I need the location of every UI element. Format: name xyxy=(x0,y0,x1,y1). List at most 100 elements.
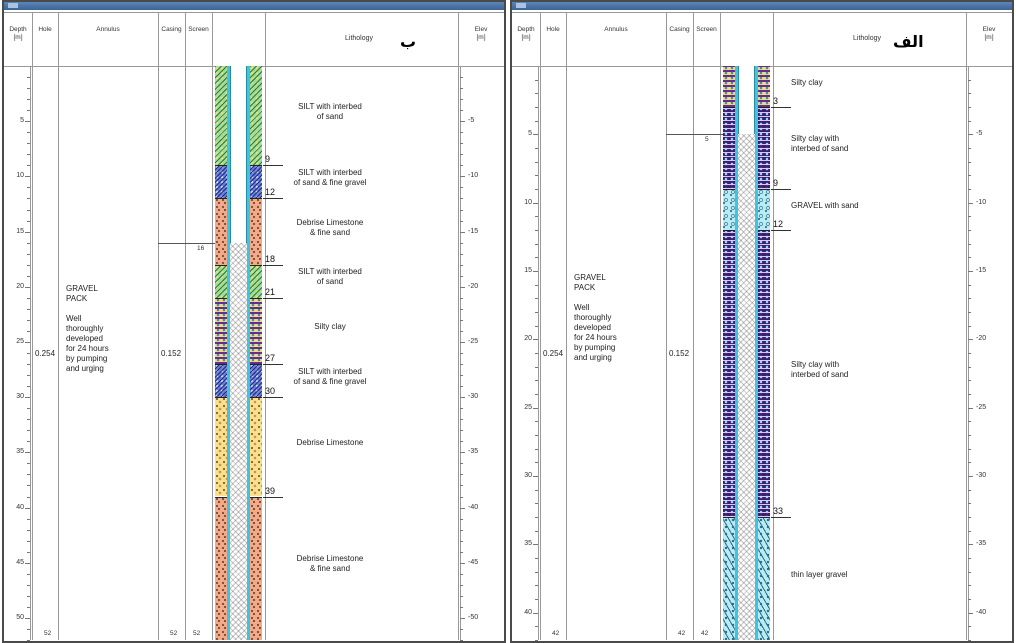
screen-top-label: 5 xyxy=(705,136,709,144)
lithology-label: Silty clay with xyxy=(791,134,840,143)
column-divider xyxy=(720,12,721,640)
depth-tick xyxy=(535,353,538,354)
elev-tick xyxy=(968,448,971,450)
depth-tick xyxy=(535,394,538,395)
depth-tick xyxy=(27,275,30,277)
blank-casing xyxy=(738,66,755,135)
header-top-line xyxy=(4,12,504,13)
depth-tick xyxy=(27,584,30,586)
header-elev: Elev [m] xyxy=(982,26,996,41)
elev-tick xyxy=(460,220,463,222)
depth-tick-label: 5 xyxy=(20,117,24,125)
elev-tick xyxy=(460,88,463,90)
elev-tick xyxy=(968,339,973,341)
lithology-strip-left xyxy=(215,496,227,640)
depth-tick xyxy=(27,242,30,244)
depth-tick xyxy=(27,408,30,410)
elev-tick-label: -50 xyxy=(468,613,479,621)
depth-tick xyxy=(533,339,538,341)
depth-tick xyxy=(27,308,30,310)
depth-tick-label: 25 xyxy=(524,403,532,411)
depth-tick xyxy=(535,448,538,450)
depth-tick xyxy=(535,189,538,190)
elev-tick xyxy=(968,503,971,505)
annulus-text-line: for 24 hours xyxy=(574,332,617,342)
lithology-strip-right xyxy=(758,107,770,189)
header-lithology: Lithology xyxy=(345,35,374,42)
elev-tick xyxy=(460,441,463,443)
hole-diameter: 0.254 xyxy=(35,349,56,358)
lithology-label: SILT with interbed xyxy=(298,101,362,111)
screen-top-label: 16 xyxy=(197,244,205,252)
elev-tick xyxy=(460,496,463,498)
contact-depth-label: 33 xyxy=(773,506,784,516)
elev-tick xyxy=(968,298,971,300)
depth-tick xyxy=(535,325,538,327)
elev-tick xyxy=(460,275,463,277)
casing-diameter: 0.152 xyxy=(161,349,182,358)
elev-tick-label: -35 xyxy=(976,540,987,548)
lithology-strip-right xyxy=(250,165,262,199)
lithology-strip-right xyxy=(250,496,262,640)
elev-tick xyxy=(460,165,463,167)
column-divider xyxy=(185,12,186,640)
elev-tick xyxy=(968,544,973,546)
lithology-strip-left xyxy=(215,397,227,497)
depth-tick xyxy=(27,132,30,134)
elev-tick xyxy=(968,489,971,491)
window-titlebar xyxy=(4,2,504,10)
depth-tick xyxy=(27,441,30,443)
header-casing: Casing xyxy=(669,26,690,33)
elev-tick xyxy=(968,435,971,436)
contact-depth-label: 12 xyxy=(265,187,276,198)
elev-tick xyxy=(968,107,971,108)
header-screen: Screen xyxy=(696,26,717,33)
elev-tick-label: -5 xyxy=(468,117,475,125)
lithology-label: interbed of sand xyxy=(791,144,849,153)
lithology-label: Silty clay with xyxy=(791,359,840,369)
depth-tick xyxy=(535,161,538,163)
depth-tick xyxy=(27,386,30,388)
depth-tick xyxy=(25,176,30,178)
depth-tick xyxy=(27,319,30,321)
lithology-strip-right xyxy=(758,66,770,107)
annulus-text-line: and urging xyxy=(574,352,612,362)
contact-depth-label: 12 xyxy=(773,219,784,229)
elev-tick xyxy=(460,364,463,366)
lithology-strip-left xyxy=(723,107,735,189)
contact-leader xyxy=(771,107,791,108)
elev-tick xyxy=(968,394,971,395)
contact-depth-label: 21 xyxy=(265,286,276,297)
elev-tick xyxy=(968,134,973,136)
depth-tick xyxy=(27,419,30,421)
annulus-text-line: PACK xyxy=(574,282,596,292)
depth-tick xyxy=(27,110,30,112)
elev-tick xyxy=(460,242,463,244)
elev-tick xyxy=(460,584,463,586)
elev-tick xyxy=(460,507,465,509)
elev-tick xyxy=(968,407,973,409)
elev-tick xyxy=(460,198,463,200)
window-titlebar xyxy=(512,2,1012,10)
column-divider xyxy=(966,12,967,640)
contact-leader xyxy=(263,297,283,299)
depth-tick xyxy=(27,187,30,189)
depth-tick xyxy=(27,143,30,145)
depth-tick xyxy=(535,435,538,436)
annulus-text-line: Well xyxy=(574,302,590,312)
contact-depth-label: 9 xyxy=(265,154,271,165)
contact-leader xyxy=(263,264,283,266)
elev-tick xyxy=(460,562,465,564)
lithology-strip-left xyxy=(215,66,227,166)
column-divider xyxy=(566,12,567,640)
depth-tick xyxy=(27,154,30,156)
elev-tick-label: -10 xyxy=(976,198,987,206)
depth-tick xyxy=(27,518,30,520)
depth-tick xyxy=(535,380,538,382)
lithology-label: Debrise Limestone xyxy=(296,217,364,227)
elev-tick xyxy=(460,121,465,123)
elev-tick xyxy=(460,77,463,79)
elev-tick-label: -25 xyxy=(976,403,987,411)
